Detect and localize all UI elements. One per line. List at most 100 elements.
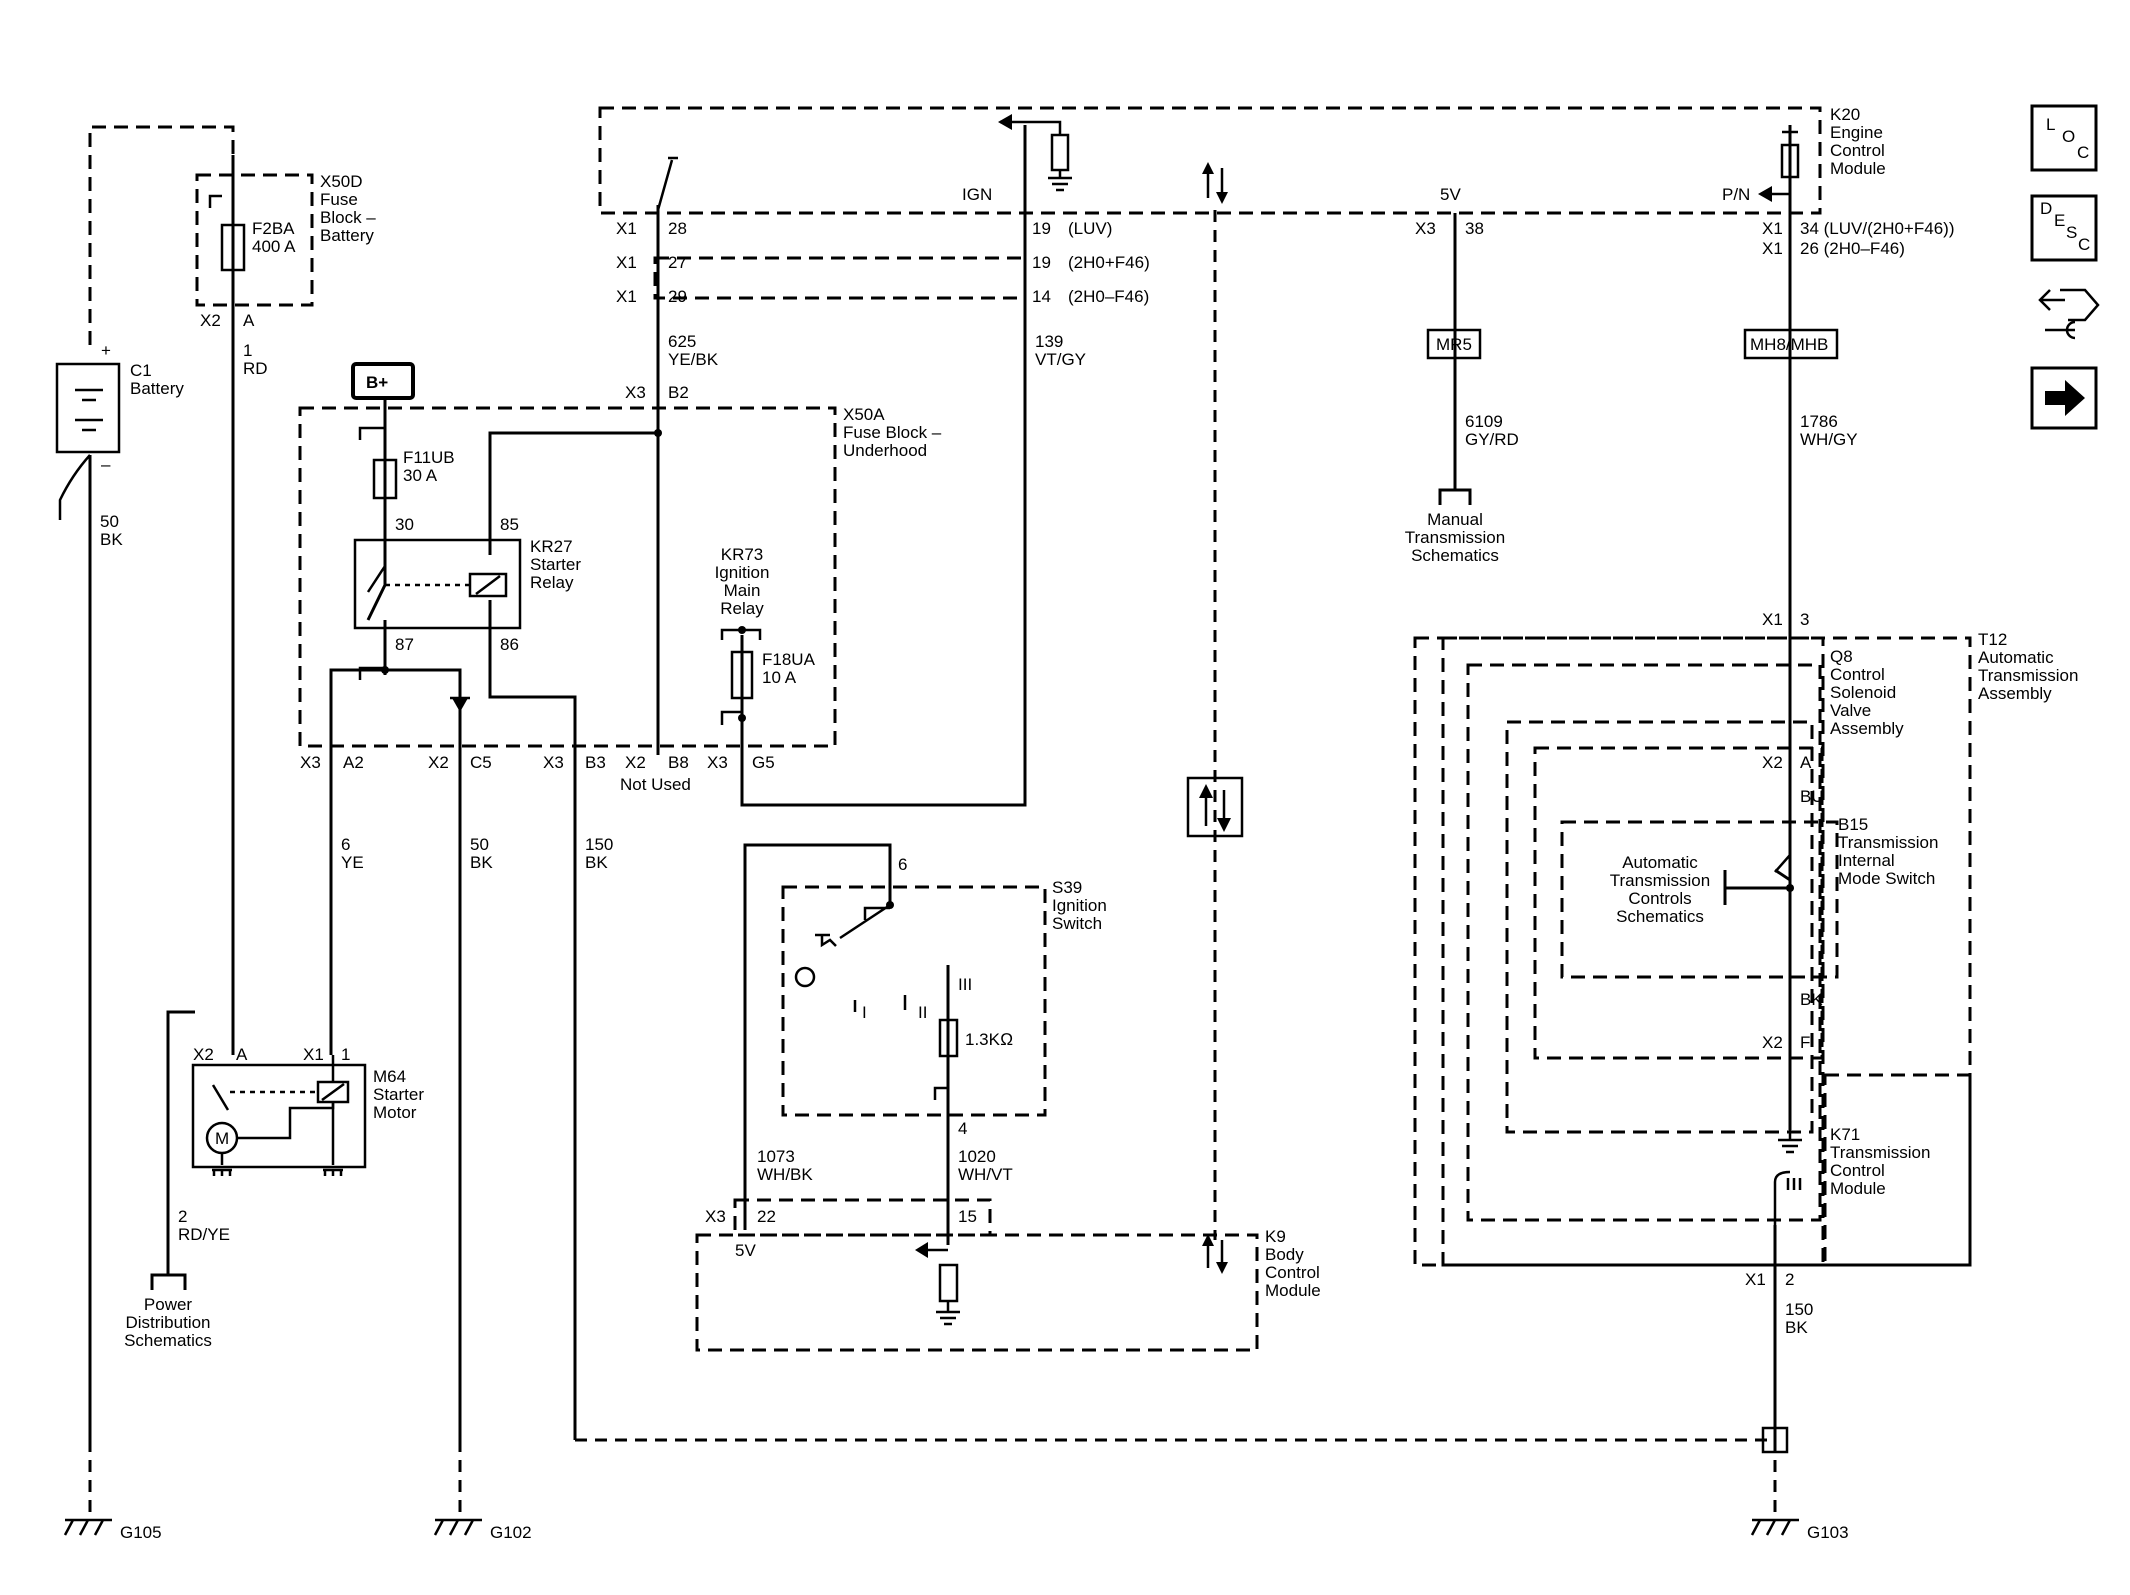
wire-b15-switch-tap — [1723, 870, 1790, 905]
s39-resistor-value: 1.3KΩ — [965, 1030, 1013, 1049]
k20-ecm-boundary — [598, 106, 1822, 215]
x50a-pin-a2: A2 — [343, 753, 364, 772]
x50d-x2-pin: X2 — [200, 311, 221, 330]
loc-letter-c: C — [2077, 143, 2089, 162]
f2ba-connector — [208, 194, 222, 208]
k9-ground — [936, 1301, 960, 1326]
x50a-not-used: Not Used — [620, 775, 691, 794]
desc-button[interactable]: D E S C — [2030, 194, 2098, 262]
k71-x1-ground — [1786, 1178, 1802, 1190]
x50a-pin-c5: C5 — [470, 753, 492, 772]
k20-pn-arrow — [1770, 177, 1792, 196]
k20-pin-38: 38 — [1465, 219, 1484, 238]
next-arrow-icon — [2045, 380, 2085, 416]
k20-ign-ground — [1048, 170, 1072, 192]
q8-boundary — [1466, 663, 1822, 1222]
k20-pin-14-note: (2H0–F46) — [1068, 287, 1149, 306]
junction-b15 — [1786, 884, 1794, 892]
bplus-symbol — [351, 362, 415, 400]
x50a-x3-b3-conn: X3 — [543, 753, 564, 772]
wire-1073-wh-bk — [743, 843, 892, 1230]
m64-x2-conn: X2 — [193, 1045, 214, 1064]
f11ub-connector — [358, 426, 385, 440]
g105-label: G105 — [120, 1523, 162, 1542]
desc-letter-s: S — [2066, 223, 2077, 242]
mr5-box — [1426, 328, 1482, 360]
k9-pin-22: 22 — [757, 1207, 776, 1226]
k20-x3-conn: X3 — [1415, 219, 1436, 238]
s39-position-marks — [853, 965, 950, 1012]
k20-pin-27: 27 — [668, 253, 687, 272]
k20-pin-28: 28 — [668, 219, 687, 238]
bplus-label: B+ — [366, 373, 388, 392]
s39-ignition-switch-boundary — [781, 885, 1047, 1117]
next-arrow-button[interactable] — [2030, 366, 2098, 430]
wire-relay-86 — [488, 600, 577, 1440]
m64-solenoid-wire — [220, 1055, 335, 1165]
loc-button[interactable]: L O C — [2030, 104, 2098, 172]
q8-inner-boundary-1 — [1505, 720, 1814, 1134]
x50a-x2-b8-conn: X2 — [625, 753, 646, 772]
k9-x3-conn: X3 — [705, 1207, 726, 1226]
m64-motor-letter: M — [215, 1129, 229, 1148]
q8-pin-f: F — [1800, 1033, 1810, 1052]
battery-ground-connector — [58, 454, 91, 520]
s39-key-circle — [794, 966, 816, 988]
f11ub-fuse-symbol — [372, 458, 398, 500]
t12-inner-boundary-1 — [1441, 636, 1825, 1267]
k9-connector-box — [733, 1198, 992, 1237]
s39-pin-6: 6 — [898, 855, 907, 874]
wire-relay-85 — [488, 431, 658, 555]
k20-pin-14: 14 — [1032, 287, 1051, 306]
m64-motor-wire — [237, 1102, 335, 1140]
f18ua-junction — [738, 714, 746, 722]
q8-inner-boundary-2 — [1533, 746, 1824, 1060]
serial-data-arrowhead-top — [1202, 162, 1228, 204]
mr5-label: MR5 — [1436, 335, 1472, 354]
wire-2-rd-ye — [166, 1010, 195, 1275]
serial-data-arrowhead-bottom — [1202, 1234, 1228, 1274]
x50d-fuse-block-boundary — [195, 173, 314, 307]
junction-87 — [381, 666, 389, 674]
s39-position-ii: II — [918, 1003, 927, 1022]
k20-x1-29-conn: X1 — [616, 287, 637, 306]
kr27-relay-switch — [366, 540, 387, 593]
s39-key-symbol — [815, 933, 837, 948]
m64-switch — [211, 1084, 230, 1111]
desc-letter-e: E — [2054, 211, 2065, 230]
k20-pin-29: 29 — [668, 287, 687, 306]
b15-switch-blade — [1774, 854, 1791, 873]
battery-plates — [75, 388, 103, 432]
x50a-pin-g5: G5 — [752, 753, 775, 772]
desc-letter-c: C — [2078, 235, 2090, 254]
battery-plus-sign: + — [101, 341, 111, 360]
manual-trans-ref — [1438, 488, 1472, 505]
m64-pin-a: A — [236, 1045, 248, 1064]
q8-pin-a: A — [1800, 753, 1812, 772]
diagnostic-tool-icon[interactable] — [2038, 288, 2100, 340]
s39-position-iii: III — [958, 975, 972, 994]
x50a-x3-b2-conn: X3 — [625, 383, 646, 402]
kr27-relay-box — [353, 538, 522, 630]
wire-bu-label: BU — [1800, 787, 1824, 806]
wire-87-to-c5 — [385, 668, 462, 1440]
